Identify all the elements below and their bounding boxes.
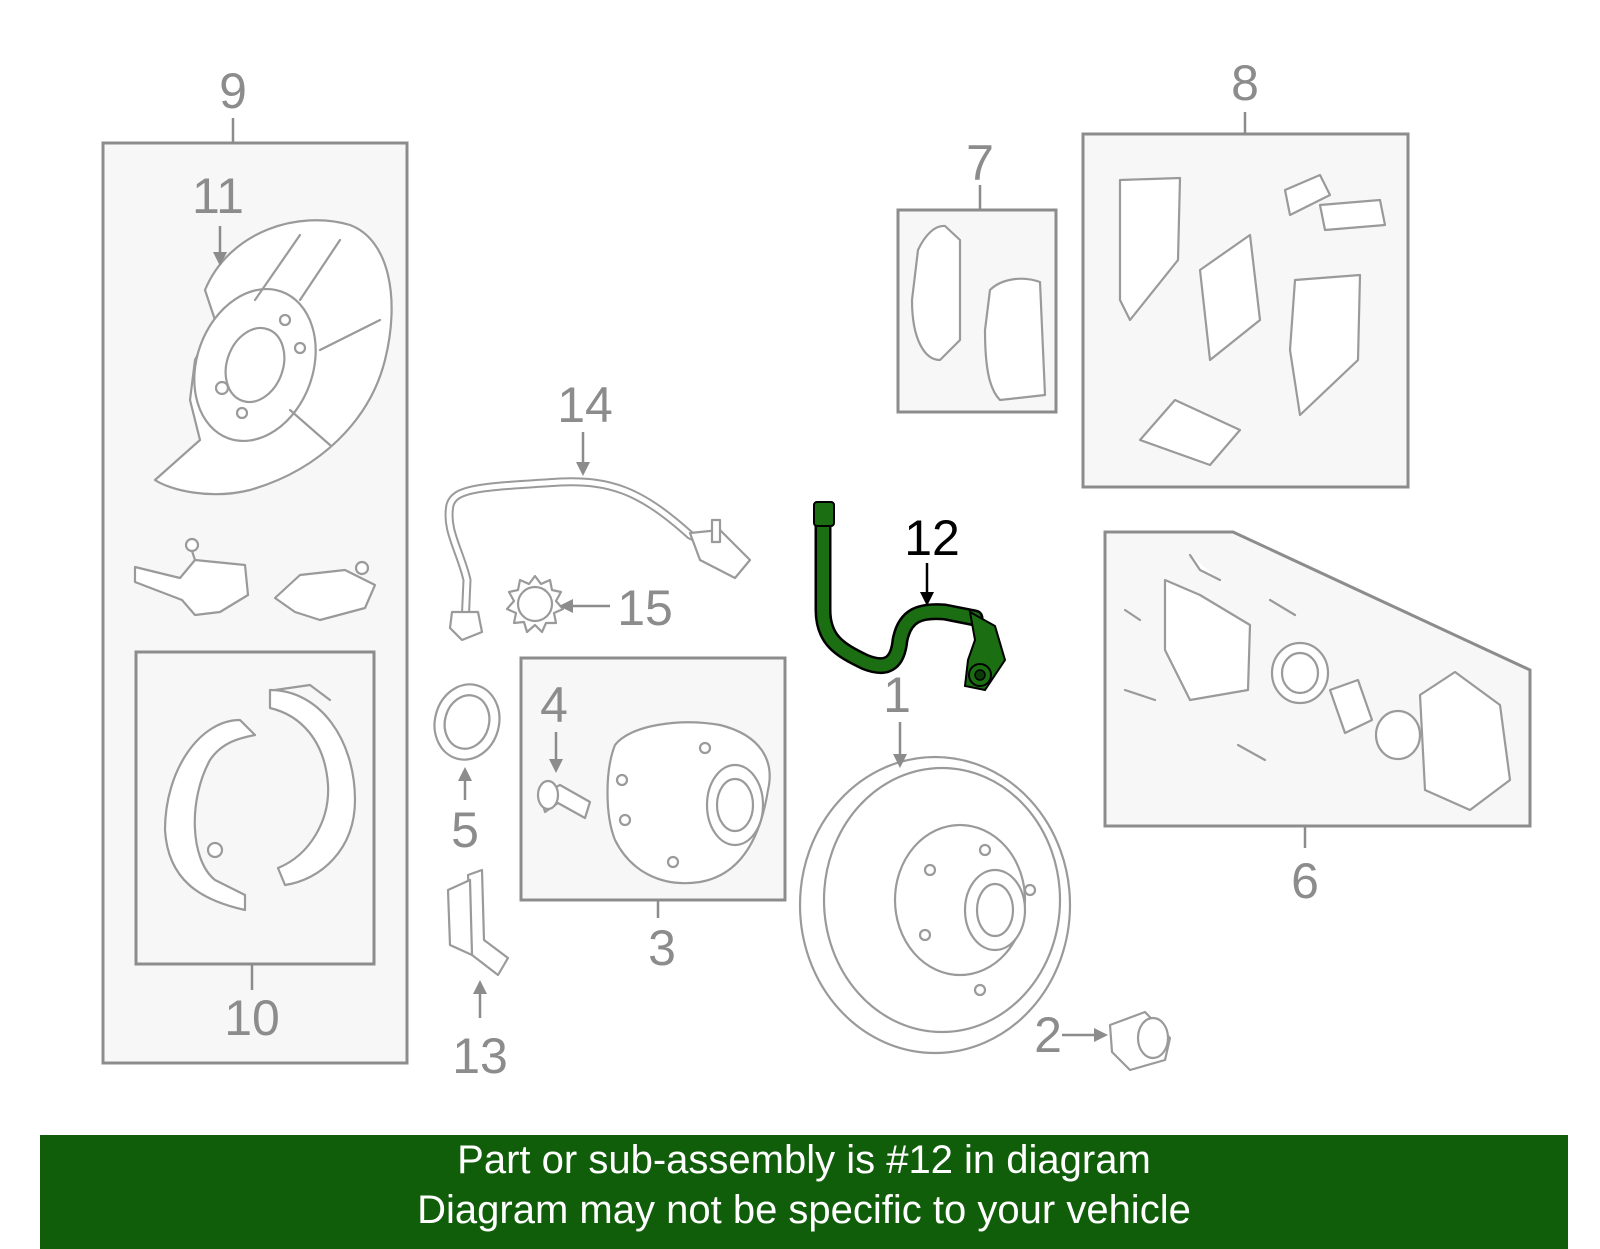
pad-hardware-part-8[interactable] bbox=[1118, 173, 1387, 467]
info-banner: Part or sub-assembly is #12 in diagram D… bbox=[40, 1135, 1568, 1249]
banner-line-2: Diagram may not be specific to your vehi… bbox=[417, 1188, 1191, 1232]
label-14[interactable]: 14 bbox=[557, 377, 613, 433]
label-7[interactable]: 7 bbox=[966, 135, 994, 191]
label-15[interactable]: 15 bbox=[617, 580, 673, 636]
hub-bolt-part-4[interactable] bbox=[536, 779, 592, 820]
label-4[interactable]: 4 bbox=[540, 677, 568, 733]
seal-part-5[interactable] bbox=[426, 677, 507, 767]
bracket-part-13[interactable] bbox=[446, 868, 510, 977]
label-2[interactable]: 2 bbox=[1034, 1007, 1062, 1063]
label-8[interactable]: 8 bbox=[1231, 55, 1259, 111]
banner-line-1: Part or sub-assembly is #12 in diagram bbox=[457, 1138, 1151, 1182]
parking-brake-hardware[interactable] bbox=[133, 537, 377, 622]
label-12[interactable]: 12 bbox=[904, 510, 960, 566]
caliper-part-6[interactable] bbox=[1123, 553, 1512, 812]
label-3[interactable]: 3 bbox=[648, 920, 676, 976]
brake-shoes-part-10[interactable] bbox=[163, 683, 357, 912]
label-9[interactable]: 9 bbox=[219, 63, 247, 119]
label-10[interactable]: 10 bbox=[224, 990, 280, 1046]
speed-sensor-part-14[interactable] bbox=[444, 477, 752, 642]
label-13[interactable]: 13 bbox=[452, 1028, 508, 1084]
brake-hose-part-12[interactable] bbox=[813, 501, 1007, 692]
label-6[interactable]: 6 bbox=[1291, 853, 1319, 909]
dust-shield-part-11[interactable] bbox=[153, 219, 393, 496]
cap-part-2[interactable] bbox=[1108, 1010, 1172, 1072]
rotor-part-1[interactable] bbox=[798, 755, 1072, 1055]
label-5[interactable]: 5 bbox=[451, 802, 479, 858]
label-1[interactable]: 1 bbox=[883, 667, 911, 723]
label-11[interactable]: 11 bbox=[192, 168, 244, 224]
tone-ring-part-15[interactable] bbox=[505, 574, 565, 634]
hub-bearing-part-3[interactable] bbox=[606, 721, 771, 885]
brake-pads-part-7[interactable] bbox=[910, 224, 1047, 402]
